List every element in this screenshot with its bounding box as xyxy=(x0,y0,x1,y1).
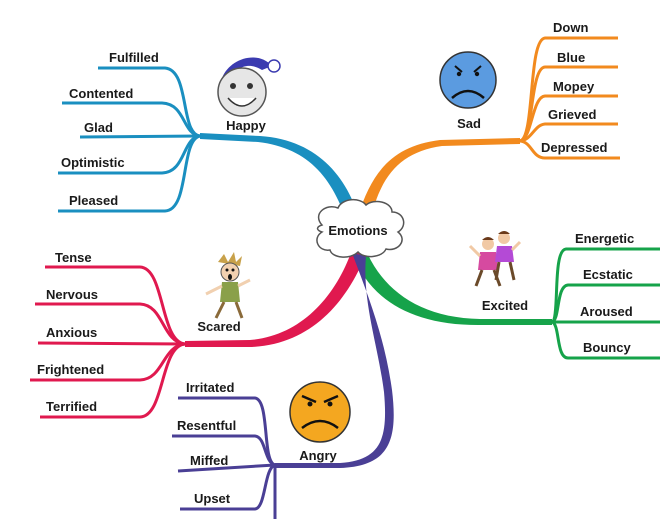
excited-leaf: Bouncy xyxy=(583,340,631,355)
scared-leaf: Terrified xyxy=(46,399,97,414)
happy-leaf-branches xyxy=(58,66,201,213)
sad-leaf: Blue xyxy=(557,50,585,65)
scared-leaf: Tense xyxy=(55,250,92,265)
happy-leaf: Glad xyxy=(84,120,113,135)
scared-leaf-branches xyxy=(30,265,186,419)
sad-leaf: Depressed xyxy=(541,140,608,155)
happy-leaf: Contented xyxy=(69,86,133,101)
sad-leaf: Mopey xyxy=(553,79,595,94)
angry-branch-label: Angry xyxy=(299,448,337,463)
angry-main-branch xyxy=(275,253,394,468)
scared-leaf: Nervous xyxy=(46,287,98,302)
scared-leaf: Frightened xyxy=(37,362,104,377)
angry-leaf: Irritated xyxy=(186,380,234,395)
sad-leaf: Down xyxy=(553,20,588,35)
sad-main-branch xyxy=(358,138,520,222)
happy-main-branch xyxy=(200,133,362,232)
sad-face-icon xyxy=(439,51,497,109)
excited-main-branch xyxy=(352,248,552,325)
angry-leaf: Upset xyxy=(194,491,231,506)
scared-person-icon xyxy=(205,252,251,319)
angry-face-icon xyxy=(289,381,351,443)
center-label: Emotions xyxy=(328,223,387,238)
angry-leaf: Resentful xyxy=(177,418,236,433)
excited-leaf: Energetic xyxy=(575,231,634,246)
happy-leaf: Pleased xyxy=(69,193,118,208)
happy-moon-icon xyxy=(217,57,281,117)
sad-leaf: Grieved xyxy=(548,107,596,122)
excited-kids-icon xyxy=(468,231,522,287)
excited-leaf-branches xyxy=(550,247,660,360)
happy-leaf: Optimistic xyxy=(61,155,125,170)
excited-branch-label: Excited xyxy=(482,298,528,313)
happy-branch-label: Happy xyxy=(226,118,267,133)
scared-leaf: Anxious xyxy=(46,325,97,340)
center-cloud xyxy=(316,199,405,258)
center-node: Emotions xyxy=(316,199,405,258)
angry-leaf-branches xyxy=(172,396,277,519)
sad-branch-label: Sad xyxy=(457,116,481,131)
sad-leaf-branches xyxy=(519,36,620,160)
happy-leaf: Fulfilled xyxy=(109,50,159,65)
scared-main-branch xyxy=(185,250,366,347)
excited-leaf: Ecstatic xyxy=(583,267,633,282)
excited-leaf: Aroused xyxy=(580,304,633,319)
angry-leaf: Miffed xyxy=(190,453,228,468)
scared-branch-label: Scared xyxy=(197,319,240,334)
